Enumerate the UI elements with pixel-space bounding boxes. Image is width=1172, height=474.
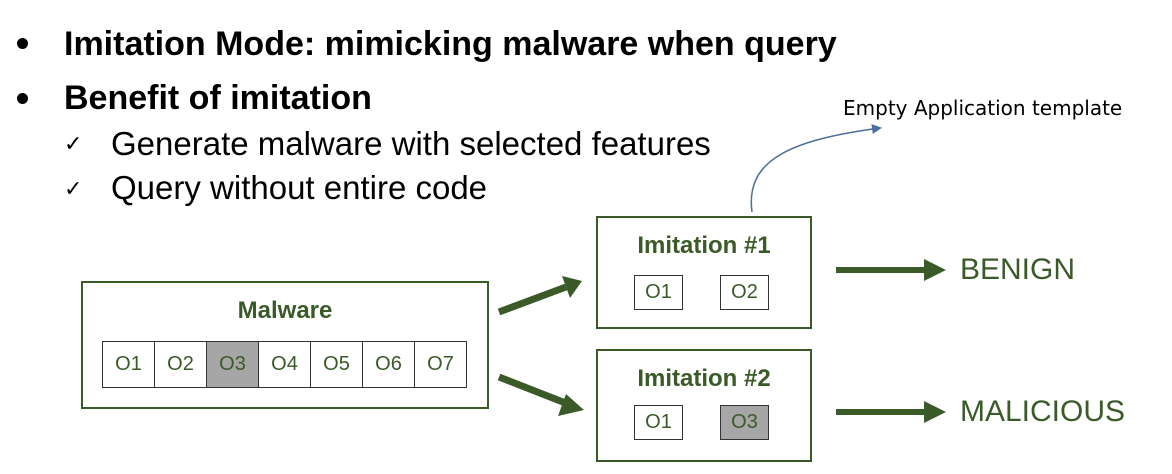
bullet-dot-2: [17, 93, 28, 104]
sub-bullet-query: Query without entire code: [111, 169, 488, 206]
malware-cell: O6: [362, 341, 415, 388]
malware-cell: O7: [414, 341, 467, 388]
bullet-dot-1: [17, 38, 28, 49]
malware-title: Malware: [237, 297, 333, 324]
check-icon: ✓: [64, 176, 83, 201]
annotation-arrow: [750, 124, 882, 213]
imitation-1-cell: O2: [720, 275, 769, 310]
result-malicious: MALICIOUS: [960, 395, 1126, 428]
arrow-imitation-1-to-result: [836, 259, 946, 281]
arrow-malware-to-imitation-1: [497, 276, 582, 316]
imitation-2-title: Imitation #2: [637, 365, 771, 392]
imitation-1-cell: O1: [634, 275, 683, 310]
malware-cell-selected: O3: [206, 341, 259, 388]
bullet-heading-imitation-mode: Imitation Mode: mimicking malware when q…: [64, 25, 837, 63]
check-icon: ✓: [64, 131, 83, 156]
imitation-1-title: Imitation #1: [637, 232, 771, 259]
imitation-2-cell: O1: [634, 405, 683, 440]
imitation-2-box: Imitation #2: [596, 349, 812, 462]
malware-cell: O2: [154, 341, 207, 388]
malware-cell: O1: [102, 341, 155, 388]
annotation-label: Empty Application template: [843, 96, 1123, 120]
result-benign: BENIGN: [960, 253, 1076, 286]
imitation-2-cell-selected: O3: [720, 405, 769, 440]
imitation-1-box: Imitation #1: [596, 216, 812, 329]
arrow-malware-to-imitation-2: [497, 373, 584, 416]
sub-bullet-generate: Generate malware with selected features: [111, 125, 711, 162]
malware-cell: O4: [258, 341, 311, 388]
malware-cell: O5: [310, 341, 363, 388]
bullet-heading-benefit: Benefit of imitation: [64, 79, 372, 117]
arrow-imitation-2-to-result: [836, 401, 946, 423]
